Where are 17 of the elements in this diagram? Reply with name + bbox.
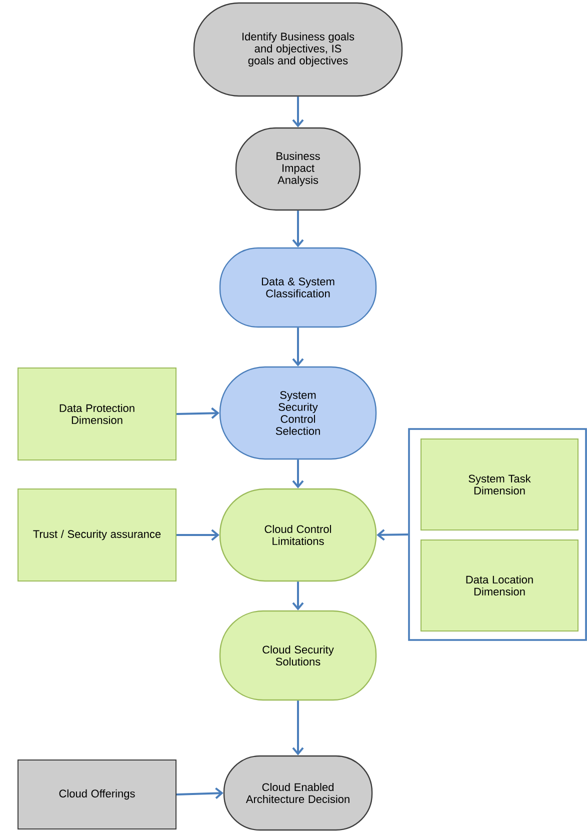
group-frame xyxy=(408,428,587,641)
dimension-box: Trust / Security assurance xyxy=(18,488,176,582)
arrow xyxy=(292,460,304,488)
arrow xyxy=(176,787,224,799)
dimension-box: Data Protection Dimension xyxy=(18,368,176,460)
arrow xyxy=(176,407,220,419)
arrow xyxy=(376,529,408,541)
dimension-box: System Task Dimension xyxy=(420,438,578,530)
arrow xyxy=(292,96,304,128)
arrow xyxy=(292,582,304,610)
arrow xyxy=(292,210,304,248)
dimension-box: Cloud Offerings xyxy=(18,760,176,830)
dimension-box: Data Location Dimension xyxy=(420,540,578,632)
arrow xyxy=(292,700,304,756)
arrow xyxy=(292,328,304,366)
process-oval: Cloud Enabled Architecture Decision xyxy=(223,755,373,831)
arrow xyxy=(176,529,220,541)
